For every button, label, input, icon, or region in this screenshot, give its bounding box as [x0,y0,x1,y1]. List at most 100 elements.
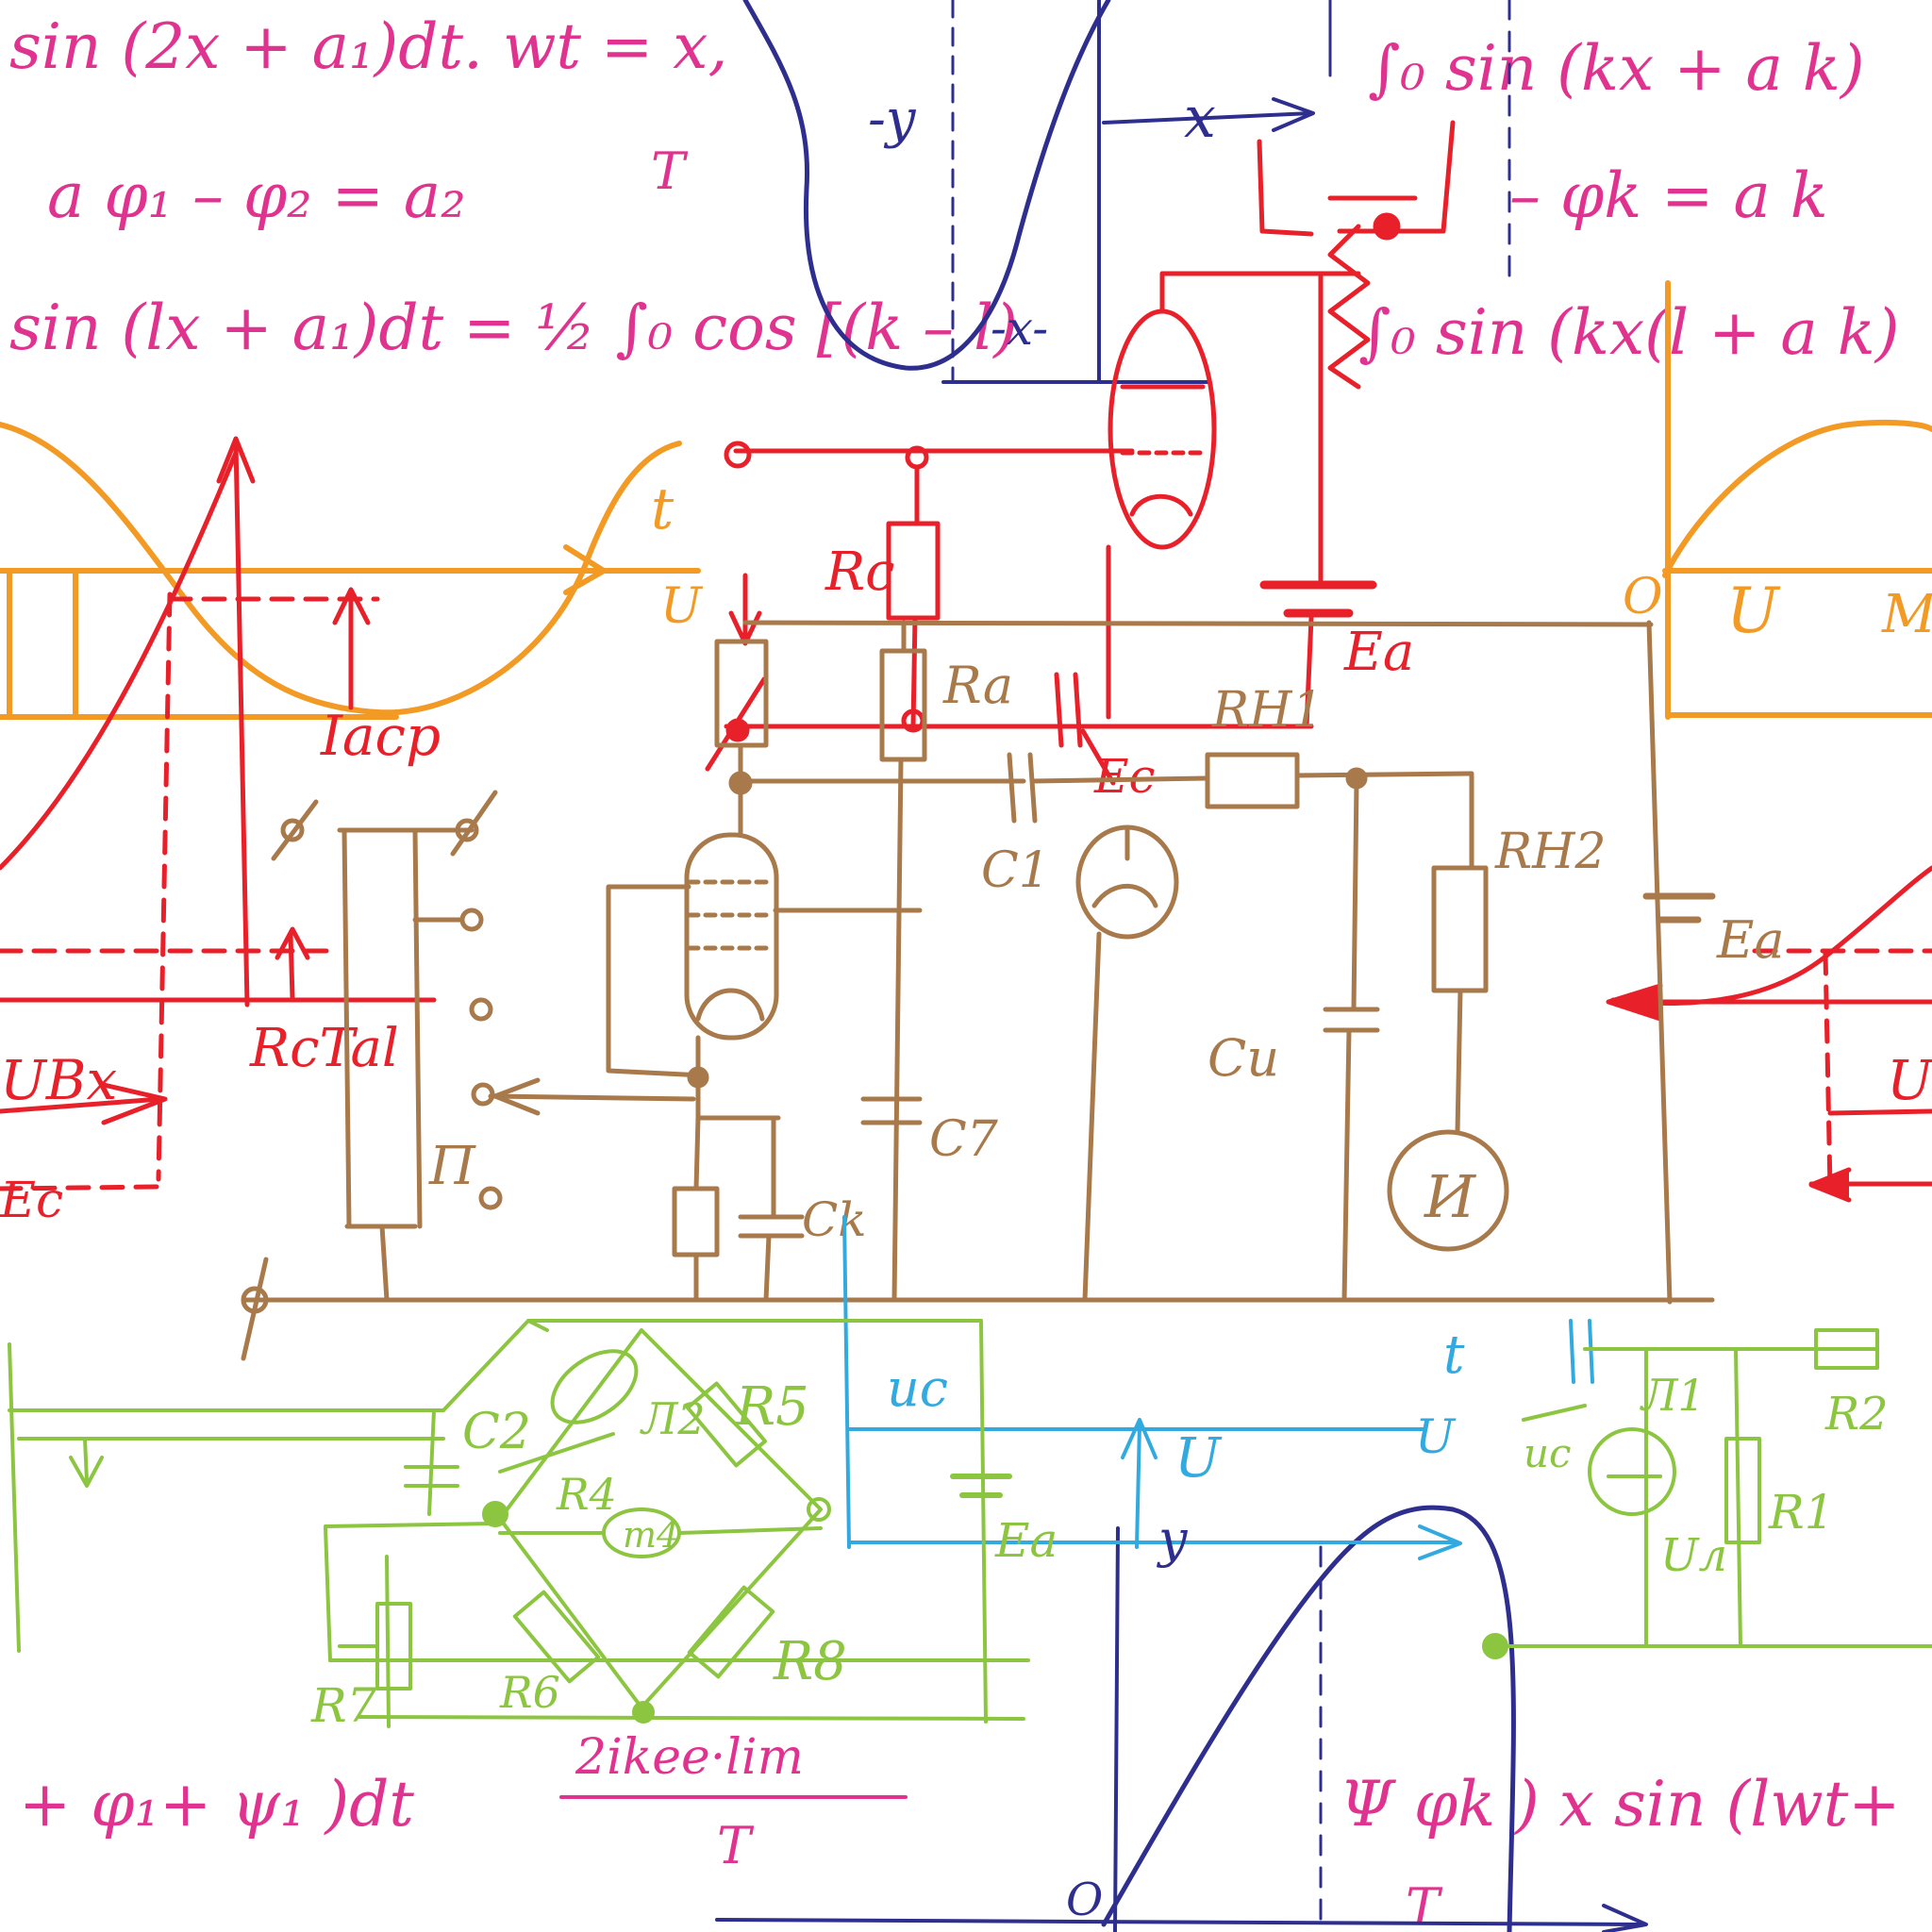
red-terminal-1 [724,441,752,469]
label-ec-top: Ec [1093,749,1156,804]
green-vertical-c2 [427,1408,436,1516]
brown-switch-contact-2 [455,818,479,842]
formula-integral-sin-kx: ∫₀ sin (kx + a k) [1368,32,1865,105]
formula-psi-phi-k-sin: Ψ φk ) x sin (lwt+ [1340,1768,1901,1840]
navy-graph-top: -y x -x- [742,0,1511,384]
green-uc-arrow [1522,1404,1587,1422]
green-right-vertical [979,1319,988,1724]
brown-switch-slash-1 [271,799,319,861]
label-c1: C1 [981,842,1050,899]
green-outer-bottom2 [357,1715,1025,1721]
formula-integral-cos: sin (lx + a₁)dt = ½ ∫₀ cos [(k – l) [9,291,1018,364]
label-rc: Rc [824,541,895,603]
red-vertical-arrow [233,441,250,1008]
brown-switch-contact-6 [478,1186,503,1210]
red-input-arrow [101,1082,168,1125]
cyan-circuit: uc U y t U [842,1215,1594,1569]
label-orange-t: t [651,476,675,542]
green-resistor-r2 [1814,1328,1879,1370]
red-dashed-vertical-1 [156,591,173,1182]
green-outer-left [324,1526,332,1662]
cyan-u-arrow [1135,1423,1141,1549]
red-cap-2 [1073,672,1083,748]
brown-feedback-loop [606,884,706,1078]
green-resistor-r5 [685,1381,768,1468]
formula-t-top: T [651,142,689,201]
label-orange-u-right: U [1726,575,1781,647]
axis-horizontal-bottom [715,1918,1643,1926]
green-node-right-bottom [1482,1633,1508,1659]
red-dot-top [1373,212,1401,241]
brown-c1-right [1030,775,1210,784]
brown-resistor-rh1 [1205,752,1300,809]
arrow-bottom-head [1602,1904,1648,1932]
green-r4-line [498,1432,615,1474]
brown-switch-right [412,827,423,1229]
label-ubx: UBx [0,1048,117,1112]
formula-phi-k: – φk = a k [1509,159,1828,232]
label-u-blue: U [1174,1425,1223,1490]
brown-switch-contact-3 [459,908,484,932]
red-iac-arrowhead [332,587,371,625]
red-resistor-rp [1327,224,1371,390]
cyan-arrowhead-right [1418,1524,1462,1560]
brown-ground-slash [241,1257,269,1361]
formula-phi-psi-dt: + φ₁+ ψ₁ )dt [19,1768,414,1840]
brown-top-rail [742,620,1654,627]
orange-arrowhead [563,544,607,595]
formula-lim: 2ikee·lim [575,1729,804,1786]
navy-graph-bottom: O [715,1505,1648,1932]
brown-cathode-down [693,1115,701,1191]
red-curve-left [0,450,239,871]
green-resistor-r1 [1724,1437,1761,1544]
cyan-u-arrowhead [1121,1418,1158,1459]
label-orange-m: M [1881,584,1932,645]
red-rc-lead-2 [910,615,918,729]
formula-t-bottom: T [717,1816,755,1875]
brown-node-cathode [687,1066,709,1089]
green-resistor-r6 [512,1590,601,1684]
label-m4: m4 [623,1514,679,1556]
label-u-blue-right: U [1415,1409,1457,1464]
label-l2: Л2 [640,1393,706,1444]
brown-c1-plate1 [1007,752,1017,824]
arrow-x-top [1102,111,1313,125]
red-arrowhead-up [216,436,256,484]
sine-curve-left [0,422,682,716]
red-line-right-1 [1827,1108,1932,1116]
green-drop-arrow [83,1437,89,1483]
green-outer-top [324,1522,497,1528]
red-circuit: Iacp Rc Ec Ea RcTal UBx Ec U [0,120,1932,1229]
brown-meter [1387,1129,1509,1252]
brown-resistor-rk [672,1186,720,1257]
label-r6: R6 [499,1667,560,1718]
green-lamp-l1 [1588,1427,1676,1516]
brown-diode-cathode [1091,883,1158,908]
green-bridge [498,1328,823,1709]
cyan-cap-2 [1588,1319,1594,1384]
green-motor-lead2 [677,1526,823,1535]
brown-ra-lead-2 [891,757,904,1303]
red-input-line [0,1096,163,1114]
red-arrowhead-right-2 [1808,1167,1852,1203]
label-ra: Ra [942,656,1013,715]
label-ea-right: Ea [1716,910,1785,970]
cyan-vertical [842,1215,851,1549]
cyan-cap-1 [1569,1319,1575,1384]
label-pi: Π [428,1136,476,1197]
red-cap-ec-lead [1080,728,1116,786]
label-i-anod: Iacp [320,704,441,768]
label-r8: R8 [773,1631,847,1692]
brown-arrowhead-switch [492,1077,541,1116]
label-rh1: RH1 [1211,682,1324,739]
label-ea-green: Ea [994,1513,1058,1568]
label-orange-u: U [660,578,704,635]
green-house-shape [441,1319,549,1412]
brown-switch-down [379,1224,390,1303]
label-un: Uл [1660,1529,1727,1582]
green-r7-vert [385,1555,391,1728]
red-dashed-right-vert [1823,950,1833,1191]
label-r2: R2 [1824,1388,1889,1441]
label-l1: Л1 [1640,1370,1706,1421]
label-y-blue: y [1157,1509,1189,1569]
